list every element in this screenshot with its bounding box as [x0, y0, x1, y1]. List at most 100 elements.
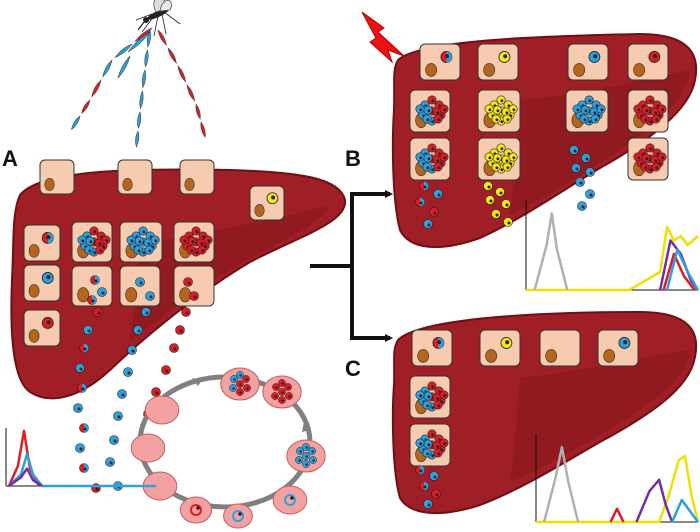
red-blood-cell: [130, 433, 166, 463]
plot-a: [5, 428, 156, 488]
branch-arrows: [310, 190, 393, 342]
hepatocyte-a-1: [23, 224, 61, 262]
red-blood-cell: [272, 485, 308, 515]
merozoite: [73, 403, 83, 413]
schizont-b-blue: [565, 89, 609, 133]
hepatocyte-b-4: [627, 43, 669, 81]
merozoite: [503, 217, 513, 227]
plot-series-red: [609, 507, 625, 523]
schizont-b-mixed-2: [409, 137, 451, 181]
merozoite: [93, 307, 103, 317]
cycle-arrowhead: [192, 378, 202, 386]
nucleus: [483, 63, 496, 77]
nucleus: [28, 284, 40, 298]
plot-series-blue: [670, 498, 700, 523]
merozoite: [151, 387, 161, 397]
panel-label-a: A: [2, 146, 18, 171]
sporozoite: [102, 59, 113, 78]
sporozoite: [91, 79, 102, 98]
red-blood-cell: [220, 367, 260, 401]
sporozoite: [195, 103, 201, 120]
merozoite: [501, 199, 511, 209]
nucleus: [125, 287, 138, 303]
merozoite: [495, 187, 505, 197]
hepatocyte-a-6: [23, 309, 61, 347]
sporozoite: [200, 121, 206, 138]
nucleus: [28, 244, 40, 258]
erythrocytic-cycle: [130, 367, 326, 529]
merozoite: [585, 167, 595, 177]
merozoite: [575, 177, 585, 187]
plot-series-red: [662, 252, 696, 291]
merozoite: [415, 197, 425, 207]
nucleus: [28, 329, 40, 343]
schizont-red: [173, 221, 215, 263]
nucleus: [425, 63, 438, 77]
hepatocyte-entry-1: [39, 159, 75, 195]
hepatocyte-hypnozoite: [249, 185, 285, 221]
merozoite: [75, 443, 85, 453]
merozoite: [431, 489, 441, 499]
hepatocyte-c-3: [539, 329, 581, 367]
plot-series-yellow: [526, 225, 699, 292]
nucleus: [573, 63, 586, 77]
plot-series-gray: [533, 212, 569, 291]
merozoite: [105, 457, 115, 467]
schizont-b-red-2: [627, 137, 669, 181]
schizont-b-mixed: [409, 89, 451, 133]
plot-series-purple: [8, 467, 43, 488]
merozoite: [113, 411, 123, 421]
merozoite: [127, 345, 137, 355]
sporozoite: [157, 29, 167, 46]
hepatocyte-entry-3: [179, 159, 215, 195]
sporozoite: [177, 65, 186, 83]
merozoite: [569, 145, 579, 155]
merozoite: [419, 181, 429, 191]
merozoite: [141, 307, 151, 317]
nucleus: [44, 178, 55, 191]
hepatocyte-b-3: [567, 43, 609, 81]
hepatocyte-a-2: [23, 264, 61, 302]
merozoite: [423, 219, 433, 229]
sporozoite: [117, 55, 131, 79]
merozoite: [581, 153, 591, 163]
merozoite: [75, 363, 85, 373]
red-blood-cell: [144, 395, 180, 425]
merozoite: [133, 325, 143, 335]
merozoite: [145, 291, 155, 301]
schizont-c-mixed-2: [409, 423, 451, 467]
nucleus: [179, 287, 192, 303]
red-blood-cell: [286, 439, 326, 473]
sporozoite: [139, 90, 144, 110]
merozoite: [79, 423, 89, 433]
cycle-arrowhead: [302, 422, 310, 432]
plot-b: [525, 200, 700, 292]
sporozoite: [137, 111, 142, 129]
schizont-blue: [119, 221, 163, 263]
sporozoite: [127, 31, 151, 53]
diagram-elements: [5, 27, 700, 529]
nucleus: [417, 349, 430, 363]
plot-series-yellow: [536, 454, 700, 524]
hepatocyte-b-1: [419, 43, 461, 81]
sporozoite: [144, 49, 149, 68]
merozoite: [577, 201, 587, 211]
schizont-b-yellow-2: [477, 137, 521, 181]
merozoite: [483, 181, 493, 191]
nucleus: [485, 349, 498, 363]
merozoite: [77, 383, 87, 393]
hepatocyte-c-2: [479, 329, 521, 367]
merozoite: [97, 287, 107, 297]
merozoite: [189, 291, 199, 301]
lightning-icon: [361, 11, 405, 64]
merozoite: [161, 365, 171, 375]
plot-series-purple: [635, 478, 674, 523]
merozoite: [123, 367, 133, 377]
sporozoite: [114, 43, 133, 59]
merozoite: [571, 163, 581, 173]
mosquito-icon: [135, 0, 181, 37]
merozoite: [79, 463, 89, 473]
merozoite: [429, 471, 439, 481]
plot-series-blue: [8, 452, 156, 488]
plot-c: [535, 434, 700, 524]
